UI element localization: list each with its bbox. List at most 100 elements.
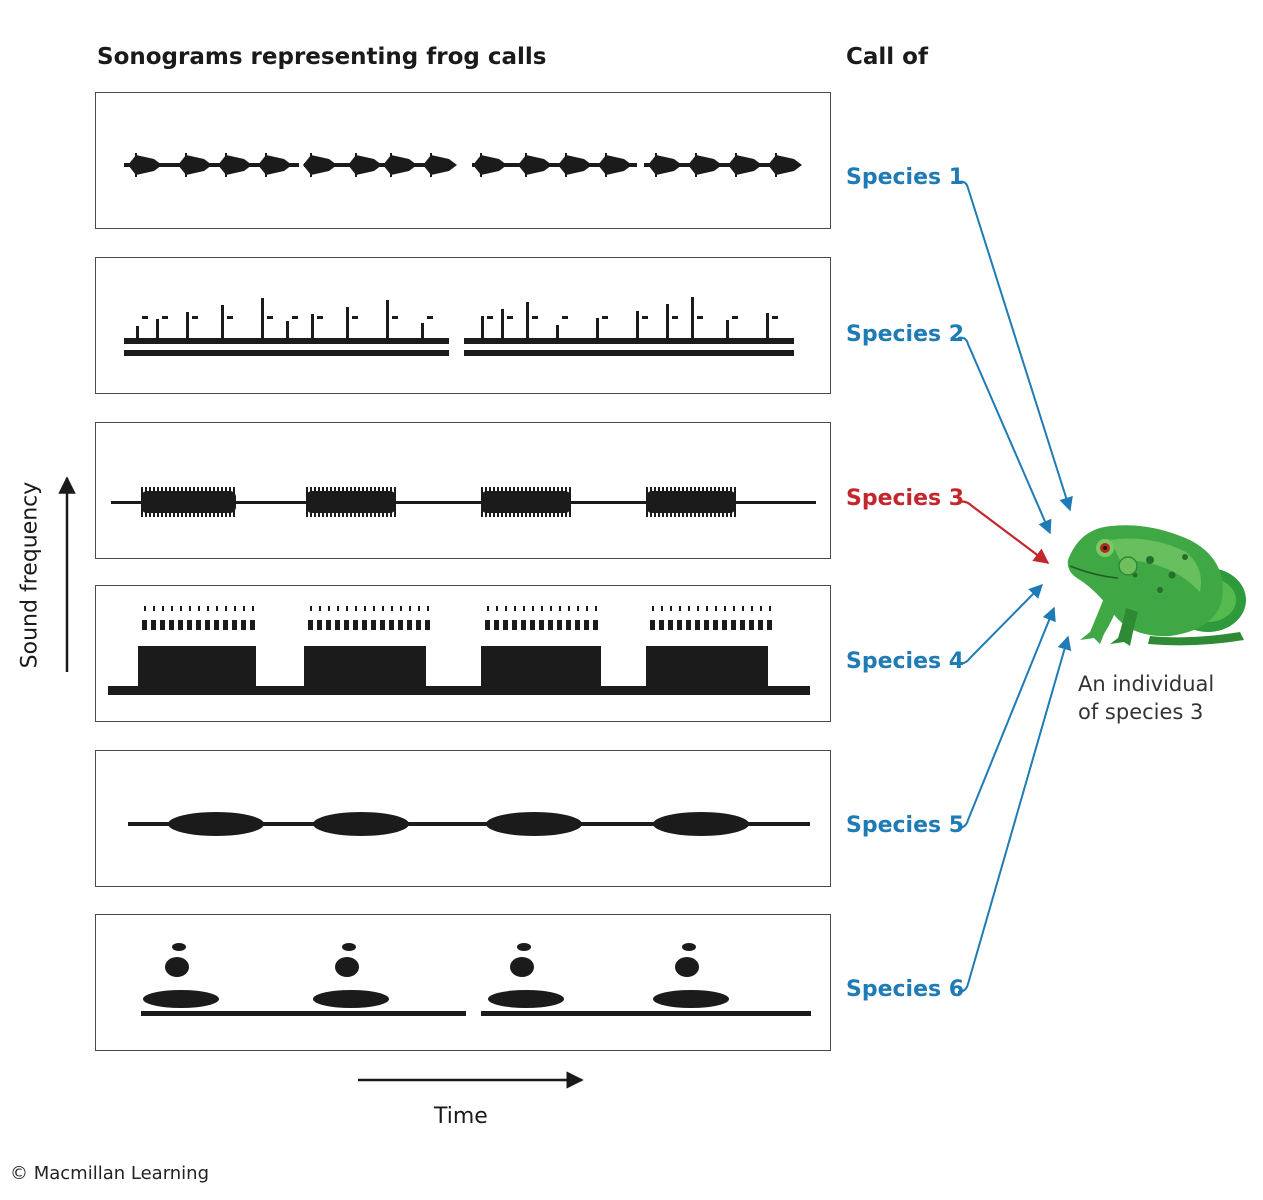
s3bursts-mark [674,487,676,517]
s4bursts-mark [232,620,237,630]
s6marks-mark [682,943,696,951]
s3bursts-mark [394,487,396,517]
s1pulses-mark [473,155,507,175]
s3bursts-mark [650,487,652,517]
s1pulses-mark [348,155,382,175]
species-2-label: Species 2 [846,322,965,347]
s2ticks-mark [142,316,148,319]
s4bursts-mark [416,620,421,630]
s4bursts-mark [559,606,561,611]
s1pulses-mark [695,153,697,177]
s5blobs-mark [486,812,582,836]
s4bursts-mark [346,606,348,611]
s4bursts-mark [319,606,321,611]
s4bursts-mark [760,606,762,611]
s4bursts-mark [138,646,256,690]
s4bursts-mark [512,620,517,630]
s4bursts-mark [767,620,772,630]
s4bursts-mark [398,620,403,630]
species-6-label: Species 6 [846,977,965,1002]
s6marks-mark [313,990,389,1008]
s4bursts-mark [731,620,736,630]
s2ticks-mark [602,316,608,319]
s2ticks-mark [156,319,159,340]
s3bursts-mark [718,487,720,517]
s3bursts-mark [537,487,539,517]
s1pulses-mark [775,153,777,177]
s4bursts-mark [389,620,394,630]
s2ticks-mark [766,313,769,340]
call-of-header: Call of [846,44,928,70]
s2ticks-mark [421,323,424,340]
s2ticks-mark [192,316,198,319]
s3bursts-mark [509,487,511,517]
s4bursts-mark [715,606,717,611]
s4bursts-mark [659,620,664,630]
s2ticks-mark [666,304,669,340]
s2ticks-mark [221,305,224,340]
s3bursts-mark [350,487,352,517]
s1pulses-mark [225,153,227,177]
s3bursts-mark [229,487,231,517]
s1pulses-mark [258,155,292,175]
s3bursts-mark [173,487,175,517]
frog-illustration-icon [1067,525,1246,646]
s3bursts-mark [541,487,543,517]
s3bursts-mark [517,487,519,517]
s2ticks-mark [697,316,703,319]
s3bursts-mark [658,487,660,517]
sonogram-panel-6 [95,914,831,1051]
s2ticks-mark [317,316,323,319]
s2ticks-mark [481,316,484,340]
s3bursts-mark [545,487,547,517]
s5blobs-mark [313,812,409,836]
s2ticks-mark [487,316,493,319]
s4bursts-mark [769,606,771,611]
s3bursts-mark [493,487,495,517]
s3bursts-mark [698,487,700,517]
s3bursts-mark [338,487,340,517]
sonogram-panel-3 [95,422,831,559]
s3bursts-mark [165,487,167,517]
s4bursts-mark [216,606,218,611]
s1pulses-mark [728,155,762,175]
s3bursts-mark [513,487,515,517]
s3bursts-mark [533,487,535,517]
s4bursts-mark [382,606,384,611]
s3bursts-mark [646,487,648,517]
s3bursts-mark [161,487,163,517]
s4bursts-mark [751,606,753,611]
s3bursts-mark [185,487,187,517]
s4bursts-mark [178,620,183,630]
sonogram-header: Sonograms representing frog calls [97,44,547,70]
s4bursts-mark [593,620,598,630]
s3bursts-mark [149,487,151,517]
s4bursts-mark [487,606,489,611]
arrow-species-2 [957,336,1052,535]
s1pulses-mark [558,155,592,175]
s2ticks-mark [642,316,648,319]
s4bursts-mark [304,646,426,690]
s3bursts-mark [314,487,316,517]
s4bursts-mark [557,620,562,630]
s5blobs-mark [653,812,749,836]
s4bursts-mark [353,620,358,630]
s4bursts-mark [391,606,393,611]
s4bursts-mark [337,606,339,611]
s3bursts-mark [213,487,215,517]
s4bursts-mark [539,620,544,630]
s3bursts-mark [225,487,227,517]
s4bursts-mark [586,606,588,611]
s2ticks-mark [186,312,189,340]
s4bursts-mark [697,606,699,611]
s3bursts-mark [145,487,147,517]
s4bursts-mark [317,620,322,630]
s1pulses-mark [303,155,337,175]
s4bursts-mark [677,620,682,630]
s2ticks-mark [261,298,264,340]
arrow-species-1 [957,180,1073,512]
s3bursts-mark [378,487,380,517]
s1pulses-mark [430,153,432,177]
s3bursts-mark [306,487,308,517]
s3bursts-mark [322,487,324,517]
